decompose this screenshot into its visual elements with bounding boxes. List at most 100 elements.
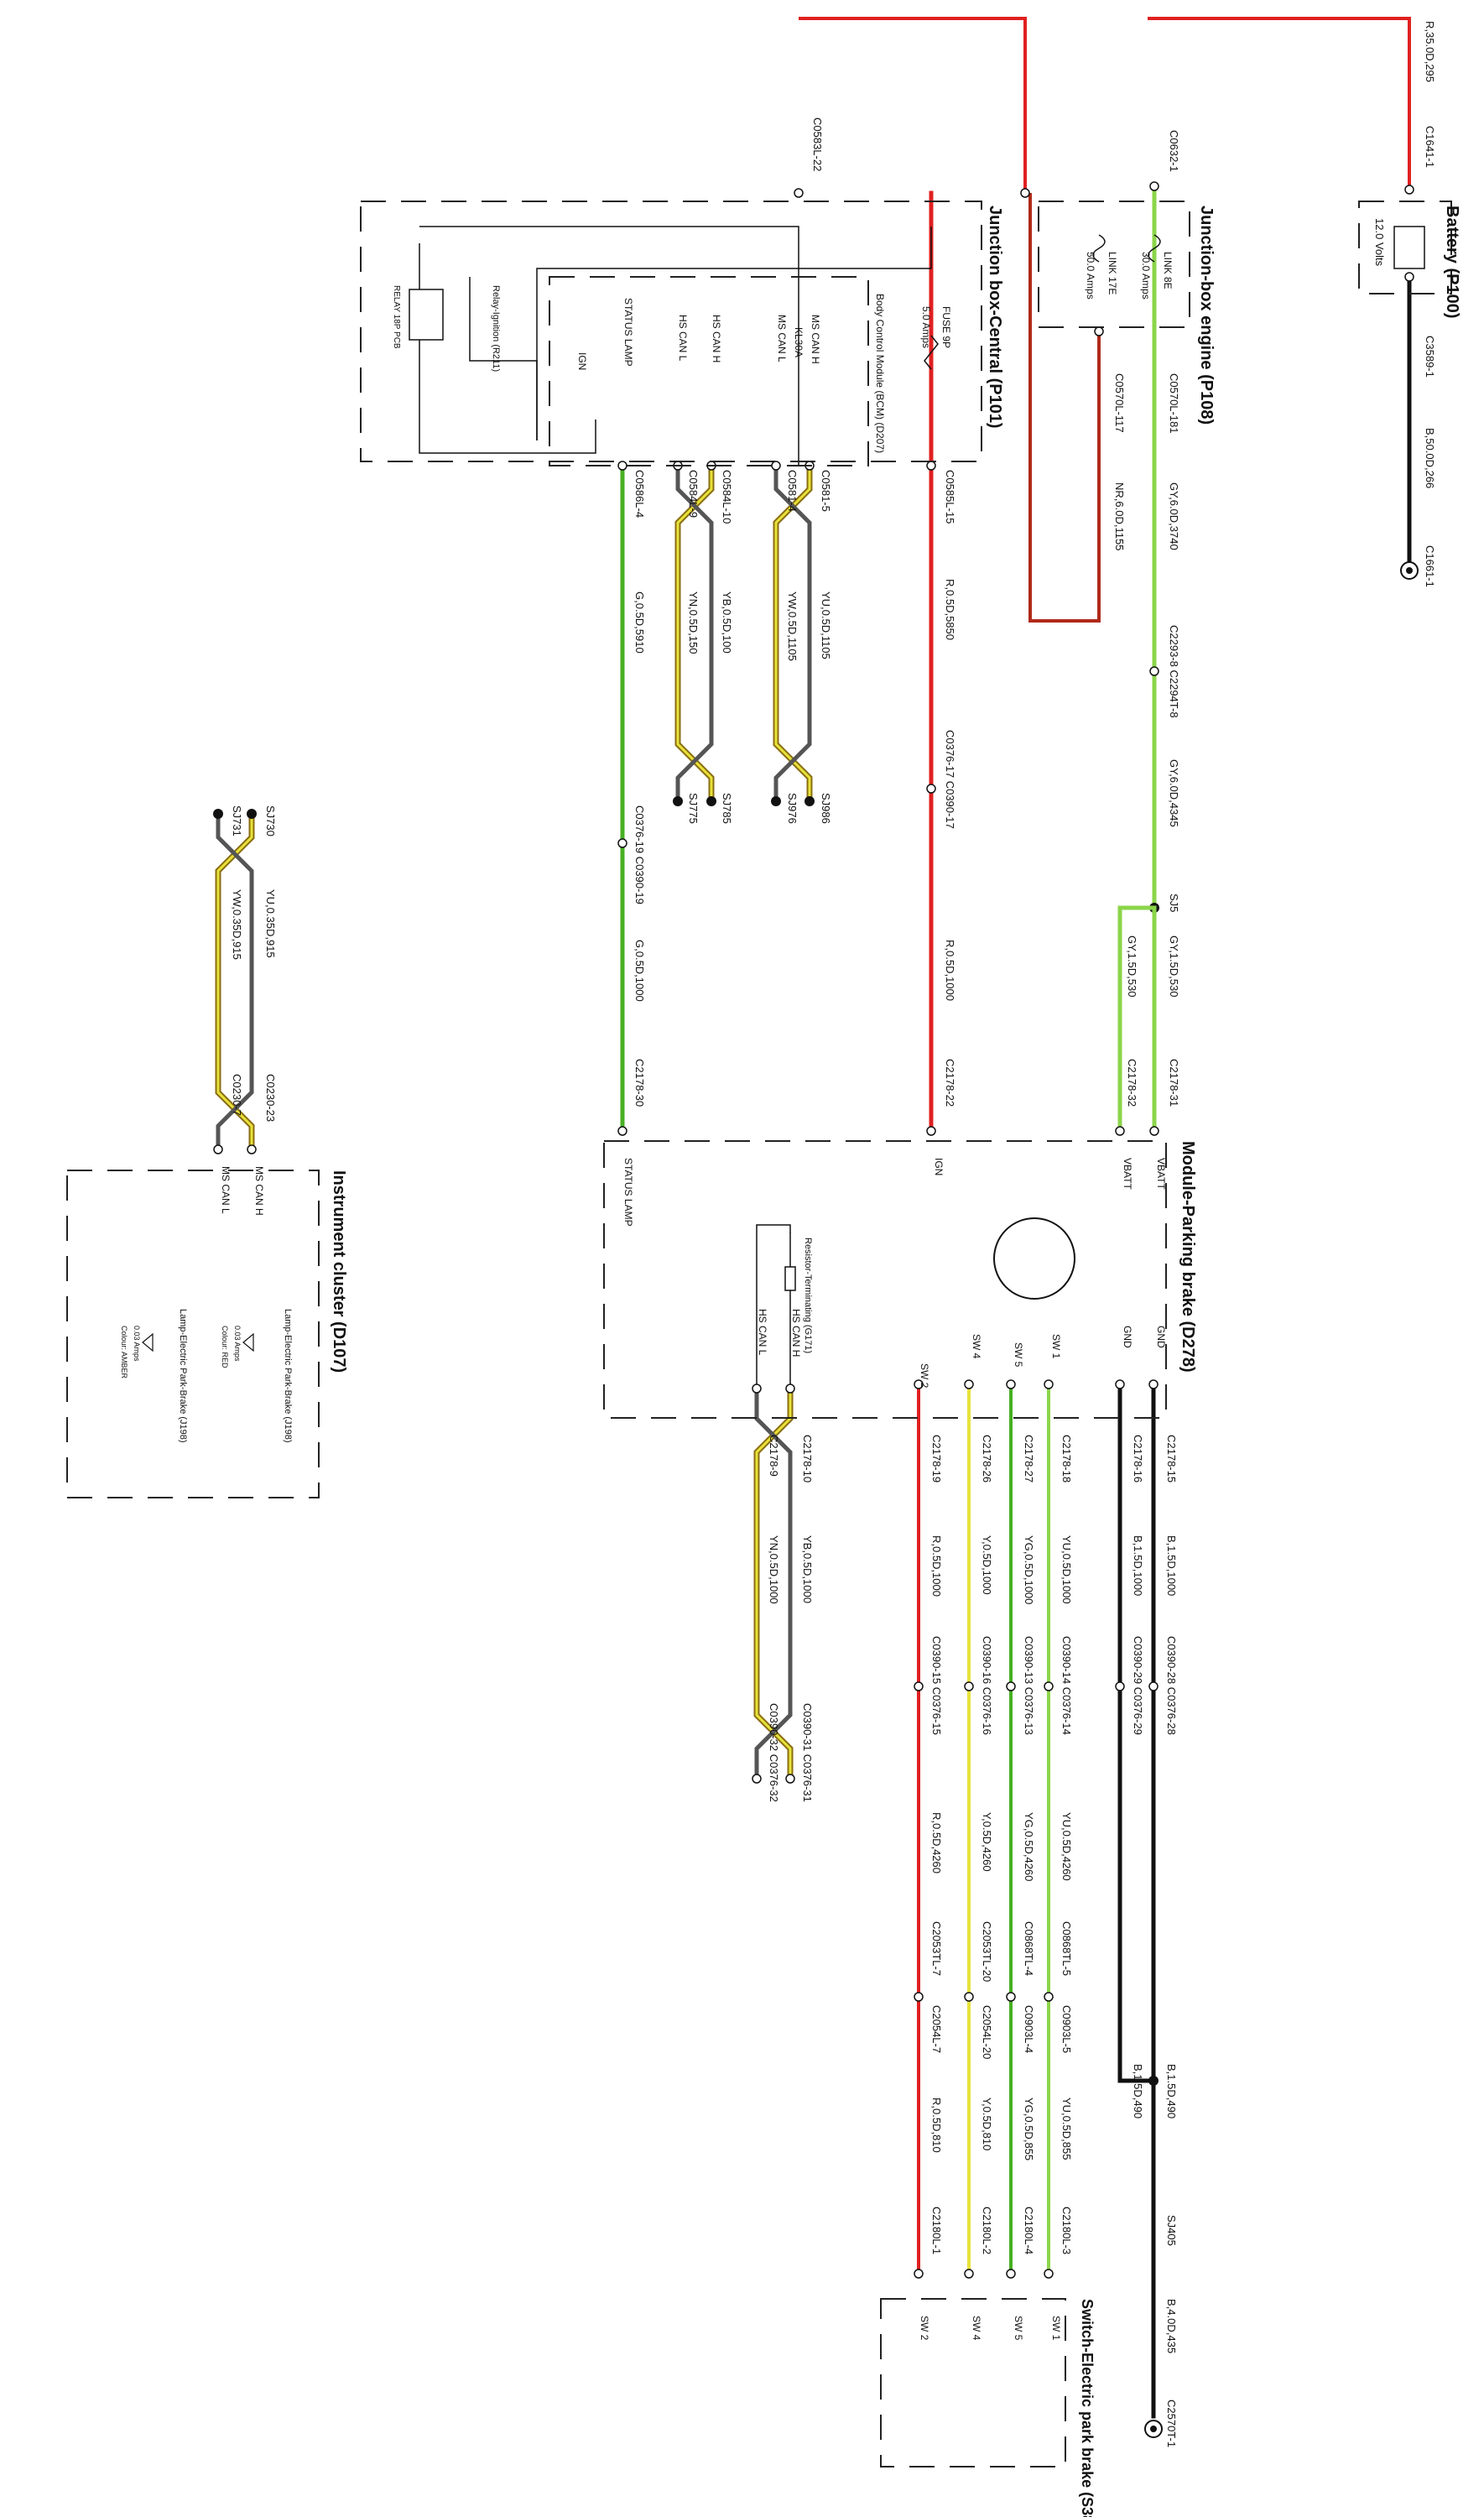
label-yu05_1105: YU,0.5D,1105 — [820, 591, 832, 659]
label-b15_490b: B,1.5D,490 — [1132, 2064, 1144, 2118]
connector-pin-40 — [964, 2269, 974, 2279]
label-yu05_855: YU,0.5D,855 — [1060, 2098, 1073, 2160]
label-jb-central-title: Junction box-Central (P101) — [986, 206, 1004, 429]
label-c3589: C3589-1 — [1424, 336, 1436, 378]
lamp-amber-icon — [142, 1332, 154, 1352]
connector-pin-35 — [1006, 1992, 1016, 2002]
jb-central-box — [360, 201, 982, 462]
label-gy6_3740: GY,6.0D,3740 — [1168, 482, 1180, 550]
label-c0868_5: C0868TL-5 — [1060, 1921, 1073, 1976]
battery-main-wire — [1148, 17, 1411, 190]
label-c0376_17: C0376-17 C0390-17 — [944, 730, 956, 829]
label-sw-sw4: SW 4 — [971, 2316, 982, 2341]
label-g05_5910: G,0.5D,5910 — [633, 591, 646, 654]
label-yg05_1000: YG,0.5D,1000 — [1023, 1535, 1035, 1604]
label-fuse-rating: 5.0 Amps — [920, 306, 932, 348]
label-c2180_3: C2180L-3 — [1060, 2207, 1073, 2254]
label-pb-vbatt2: VBATT — [1122, 1158, 1133, 1190]
label-c0581_4: C0581-4 — [786, 470, 799, 512]
label-jbc-status-lamp: STATUS LAMP — [622, 298, 634, 367]
hs-can-pair-b — [675, 466, 714, 801]
cluster-box — [66, 1170, 320, 1498]
sj986 — [804, 796, 815, 806]
label-c2178_9: C2178-9 — [768, 1435, 780, 1477]
label-c2180_4: C2180L-4 — [1023, 2207, 1035, 2254]
label-c2054_20: C2054L-20 — [981, 2005, 993, 2059]
link17e-icon — [1092, 234, 1106, 263]
parking-brake-box — [603, 1140, 1167, 1419]
label-link8e-rating: 30.0 Amps — [1140, 252, 1152, 300]
label-b15_490a: B,1.5D,490 — [1165, 2064, 1178, 2118]
label-sj986: SJ986 — [820, 793, 832, 824]
jb-engine-box — [1038, 201, 1190, 328]
label-c0390_14: C0390-14 C0376-14 — [1060, 1636, 1073, 1735]
label-y05_810: Y,0.5D,810 — [981, 2098, 993, 2150]
label-c0583: C0583L-22 — [811, 117, 824, 171]
fuse-icon — [924, 335, 939, 370]
label-b15_1000: B,1.5D,1000 — [1165, 1535, 1178, 1596]
label-pb-vbatt1: VBATT — [1155, 1158, 1167, 1190]
label-pb-ign: IGN — [933, 1158, 945, 1175]
label-gy15_530b: GY,1.5D,530 — [1168, 935, 1180, 997]
relay-link — [469, 277, 538, 440]
label-r05_1000a: R,0.5D,1000 — [944, 940, 956, 1001]
connector-pin-27 — [752, 1384, 762, 1394]
label-c2178_30: C2178-30 — [633, 1059, 646, 1107]
labels: R,35.0D,295C1641-1C3589-1B,50.0D,266C166… — [120, 21, 1461, 2517]
label-c2053_20: C2053TL-20 — [981, 1921, 993, 1982]
connector-pin-38 — [1044, 2269, 1054, 2279]
label-switch-title: Switch-Electric park brake (S385) — [1079, 2299, 1096, 2517]
label-c2178_10: C2178-10 — [801, 1435, 814, 1483]
pb-can-pair-b — [754, 1389, 793, 1779]
label-c1641: C1641-1 — [1424, 126, 1436, 168]
label-c2178_32: C2178-32 — [1126, 1059, 1138, 1107]
battery-ground-icon-center — [1406, 567, 1413, 574]
bcm-box — [549, 276, 869, 466]
label-yw035_915: YW,0.35D,915 — [231, 889, 243, 960]
label-c2178_26: C2178-26 — [981, 1435, 993, 1483]
label-c2054_7: C2054L-7 — [930, 2005, 943, 2053]
connector-pin-33 — [914, 1681, 924, 1691]
battery-box — [1358, 201, 1452, 294]
label-c2570: C2570T-1 — [1165, 2400, 1178, 2447]
label-sj731: SJ731 — [231, 805, 243, 836]
switch-box — [880, 2298, 1066, 2467]
connector-pin-18 — [247, 1144, 257, 1154]
connector-pin-28 — [1148, 1681, 1159, 1691]
label-c0903_5: C0903L-5 — [1060, 2005, 1073, 2053]
label-c0632: C0632-1 — [1168, 130, 1180, 172]
label-lamp2-current: 0.03 Amps — [133, 1326, 141, 1362]
label-y05_4260: Y,0.5D,4260 — [981, 1812, 993, 1872]
label-yn05_150: YN,0.5D,150 — [687, 591, 700, 654]
cluster-can-pair-b — [216, 814, 254, 1149]
connector-pin-13 — [617, 838, 627, 848]
connector-pin-8 — [617, 461, 627, 471]
label-lamp1: Lamp-Electric Park-Brake (J198) — [283, 1309, 293, 1443]
label-c0390_16: C0390-16 C0376-16 — [981, 1636, 993, 1735]
relay-coil-link — [419, 243, 596, 454]
label-jbc-ms-can-h: MS CAN H — [810, 315, 821, 364]
label-c0581_5: C0581-5 — [820, 470, 832, 512]
connector-pin-26 — [785, 1384, 795, 1394]
label-c2180_1: C2180L-1 — [930, 2207, 943, 2254]
motor-icon — [993, 1217, 1075, 1300]
link17e-loop — [1028, 193, 1101, 623]
label-sj775: SJ775 — [687, 793, 700, 824]
label-c0390_15: C0390-15 C0376-15 — [930, 1636, 943, 1735]
label-pb-sw1: SW 1 — [1050, 1334, 1062, 1359]
label-yg05_4260: YG,0.5D,4260 — [1023, 1812, 1035, 1881]
label-c1661: C1661-1 — [1424, 545, 1436, 587]
label-jbc-hs-can-h: HS CAN H — [711, 315, 722, 362]
label-link17e: LINK 17E — [1106, 252, 1118, 294]
label-c0376_19: C0376-19 C0390-19 — [633, 805, 646, 904]
connector-pin-19 — [213, 1144, 223, 1154]
ms-can-pair-b — [773, 466, 812, 801]
label-sw-sw2: SW 2 — [919, 2316, 930, 2341]
label-yu05_4260: YU,0.5D,4260 — [1060, 1812, 1073, 1881]
label-b50: B,50.0D,266 — [1424, 428, 1436, 488]
label-sj5: SJ5 — [1168, 894, 1180, 912]
label-pb-hs-can-l: HS CAN L — [757, 1309, 768, 1356]
label-c2178_18: C2178-18 — [1060, 1435, 1073, 1483]
link8e-icon — [1148, 234, 1161, 263]
